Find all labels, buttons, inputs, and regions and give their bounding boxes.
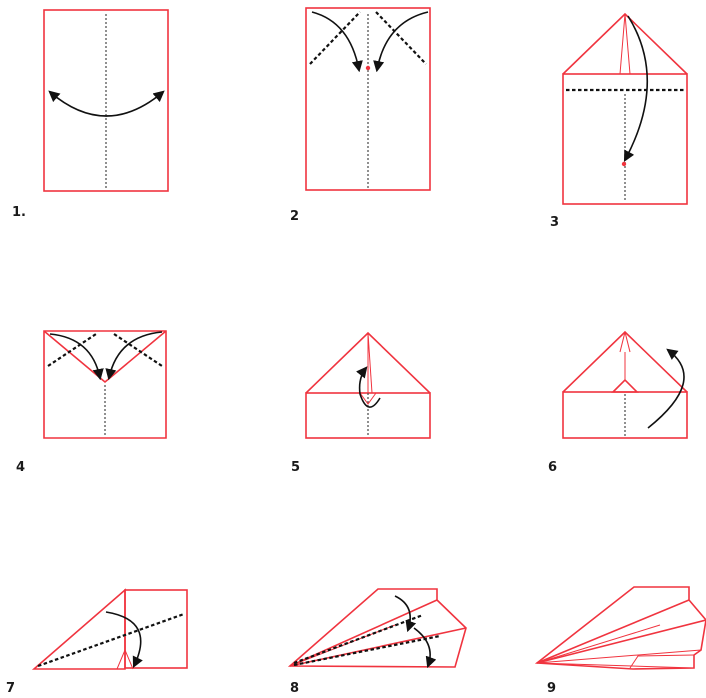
paper-sheet xyxy=(43,9,169,192)
wing-edge xyxy=(536,624,661,664)
triangle-left-edge xyxy=(619,331,626,353)
curved-arrow-icon xyxy=(647,348,685,429)
keel-line xyxy=(536,662,695,669)
curved-arrow-icon xyxy=(413,627,437,669)
wing-crease xyxy=(289,627,467,667)
target-dot xyxy=(365,65,371,71)
step-9: 9 xyxy=(534,586,706,696)
step-7: 7 xyxy=(6,588,188,696)
triangle-right-edge xyxy=(624,331,631,353)
step-label: 3 xyxy=(550,215,559,230)
triangle-right-edge xyxy=(624,13,631,75)
folded-triangle xyxy=(562,12,688,75)
paper-sheet xyxy=(305,7,431,191)
step-label: 7 xyxy=(6,681,15,696)
triangle-inner-edge xyxy=(367,332,373,394)
wing-crease xyxy=(289,599,438,667)
step-3: 3 xyxy=(550,12,688,230)
curved-arrow-icon xyxy=(394,595,417,633)
step-2: 2 xyxy=(290,7,431,224)
step-label: 1. xyxy=(12,205,26,220)
paper-sheet xyxy=(43,330,167,439)
curved-arrow-icon xyxy=(356,366,381,408)
right-corner-fold-guide xyxy=(113,333,163,367)
small-flap-outline xyxy=(359,392,377,405)
left-corner-fold-guide xyxy=(47,333,97,367)
step-5: 5 xyxy=(291,331,431,475)
left-corner-fold-guide xyxy=(309,11,361,65)
step-label: 2 xyxy=(290,209,299,224)
right-corner-fold-guide xyxy=(375,11,427,65)
tail-detail xyxy=(629,654,695,669)
wing-edge xyxy=(536,599,690,664)
small-flap-outline xyxy=(116,648,134,670)
body-crease xyxy=(289,624,396,667)
step-label: 5 xyxy=(291,460,300,475)
folded-flap xyxy=(43,330,167,384)
step-label: 8 xyxy=(290,681,299,696)
curved-arrow-icon xyxy=(49,333,104,381)
wing-fold-guide xyxy=(293,613,424,665)
curved-arrow-icon xyxy=(311,11,363,73)
step-6: 6 xyxy=(548,330,688,475)
diagonal-fold-guide xyxy=(37,612,185,668)
wing-edge xyxy=(536,619,706,664)
curved-arrow-icon xyxy=(105,611,143,669)
step-4: 4 xyxy=(16,330,167,475)
paper-body xyxy=(562,73,688,205)
step-label: 6 xyxy=(548,460,557,475)
step-label: 9 xyxy=(547,681,556,696)
plane-outline xyxy=(534,586,706,670)
paper-body xyxy=(305,392,431,439)
curved-arrow-icon xyxy=(373,11,429,73)
wing-edge xyxy=(536,649,702,664)
target-dot xyxy=(621,161,627,167)
step-1: 1. xyxy=(12,9,169,220)
curved-arrow-icon xyxy=(105,331,163,381)
locking-tab xyxy=(611,378,639,393)
step-label: 4 xyxy=(16,460,25,475)
paper-body xyxy=(124,589,188,669)
wing-fold-guide xyxy=(293,634,441,667)
curved-arrow-icon xyxy=(623,15,649,162)
double-headed-arrow-icon xyxy=(48,90,165,117)
folded-half xyxy=(31,588,126,670)
step-8: 8 xyxy=(287,588,467,696)
triangle-left-edge xyxy=(619,13,626,75)
